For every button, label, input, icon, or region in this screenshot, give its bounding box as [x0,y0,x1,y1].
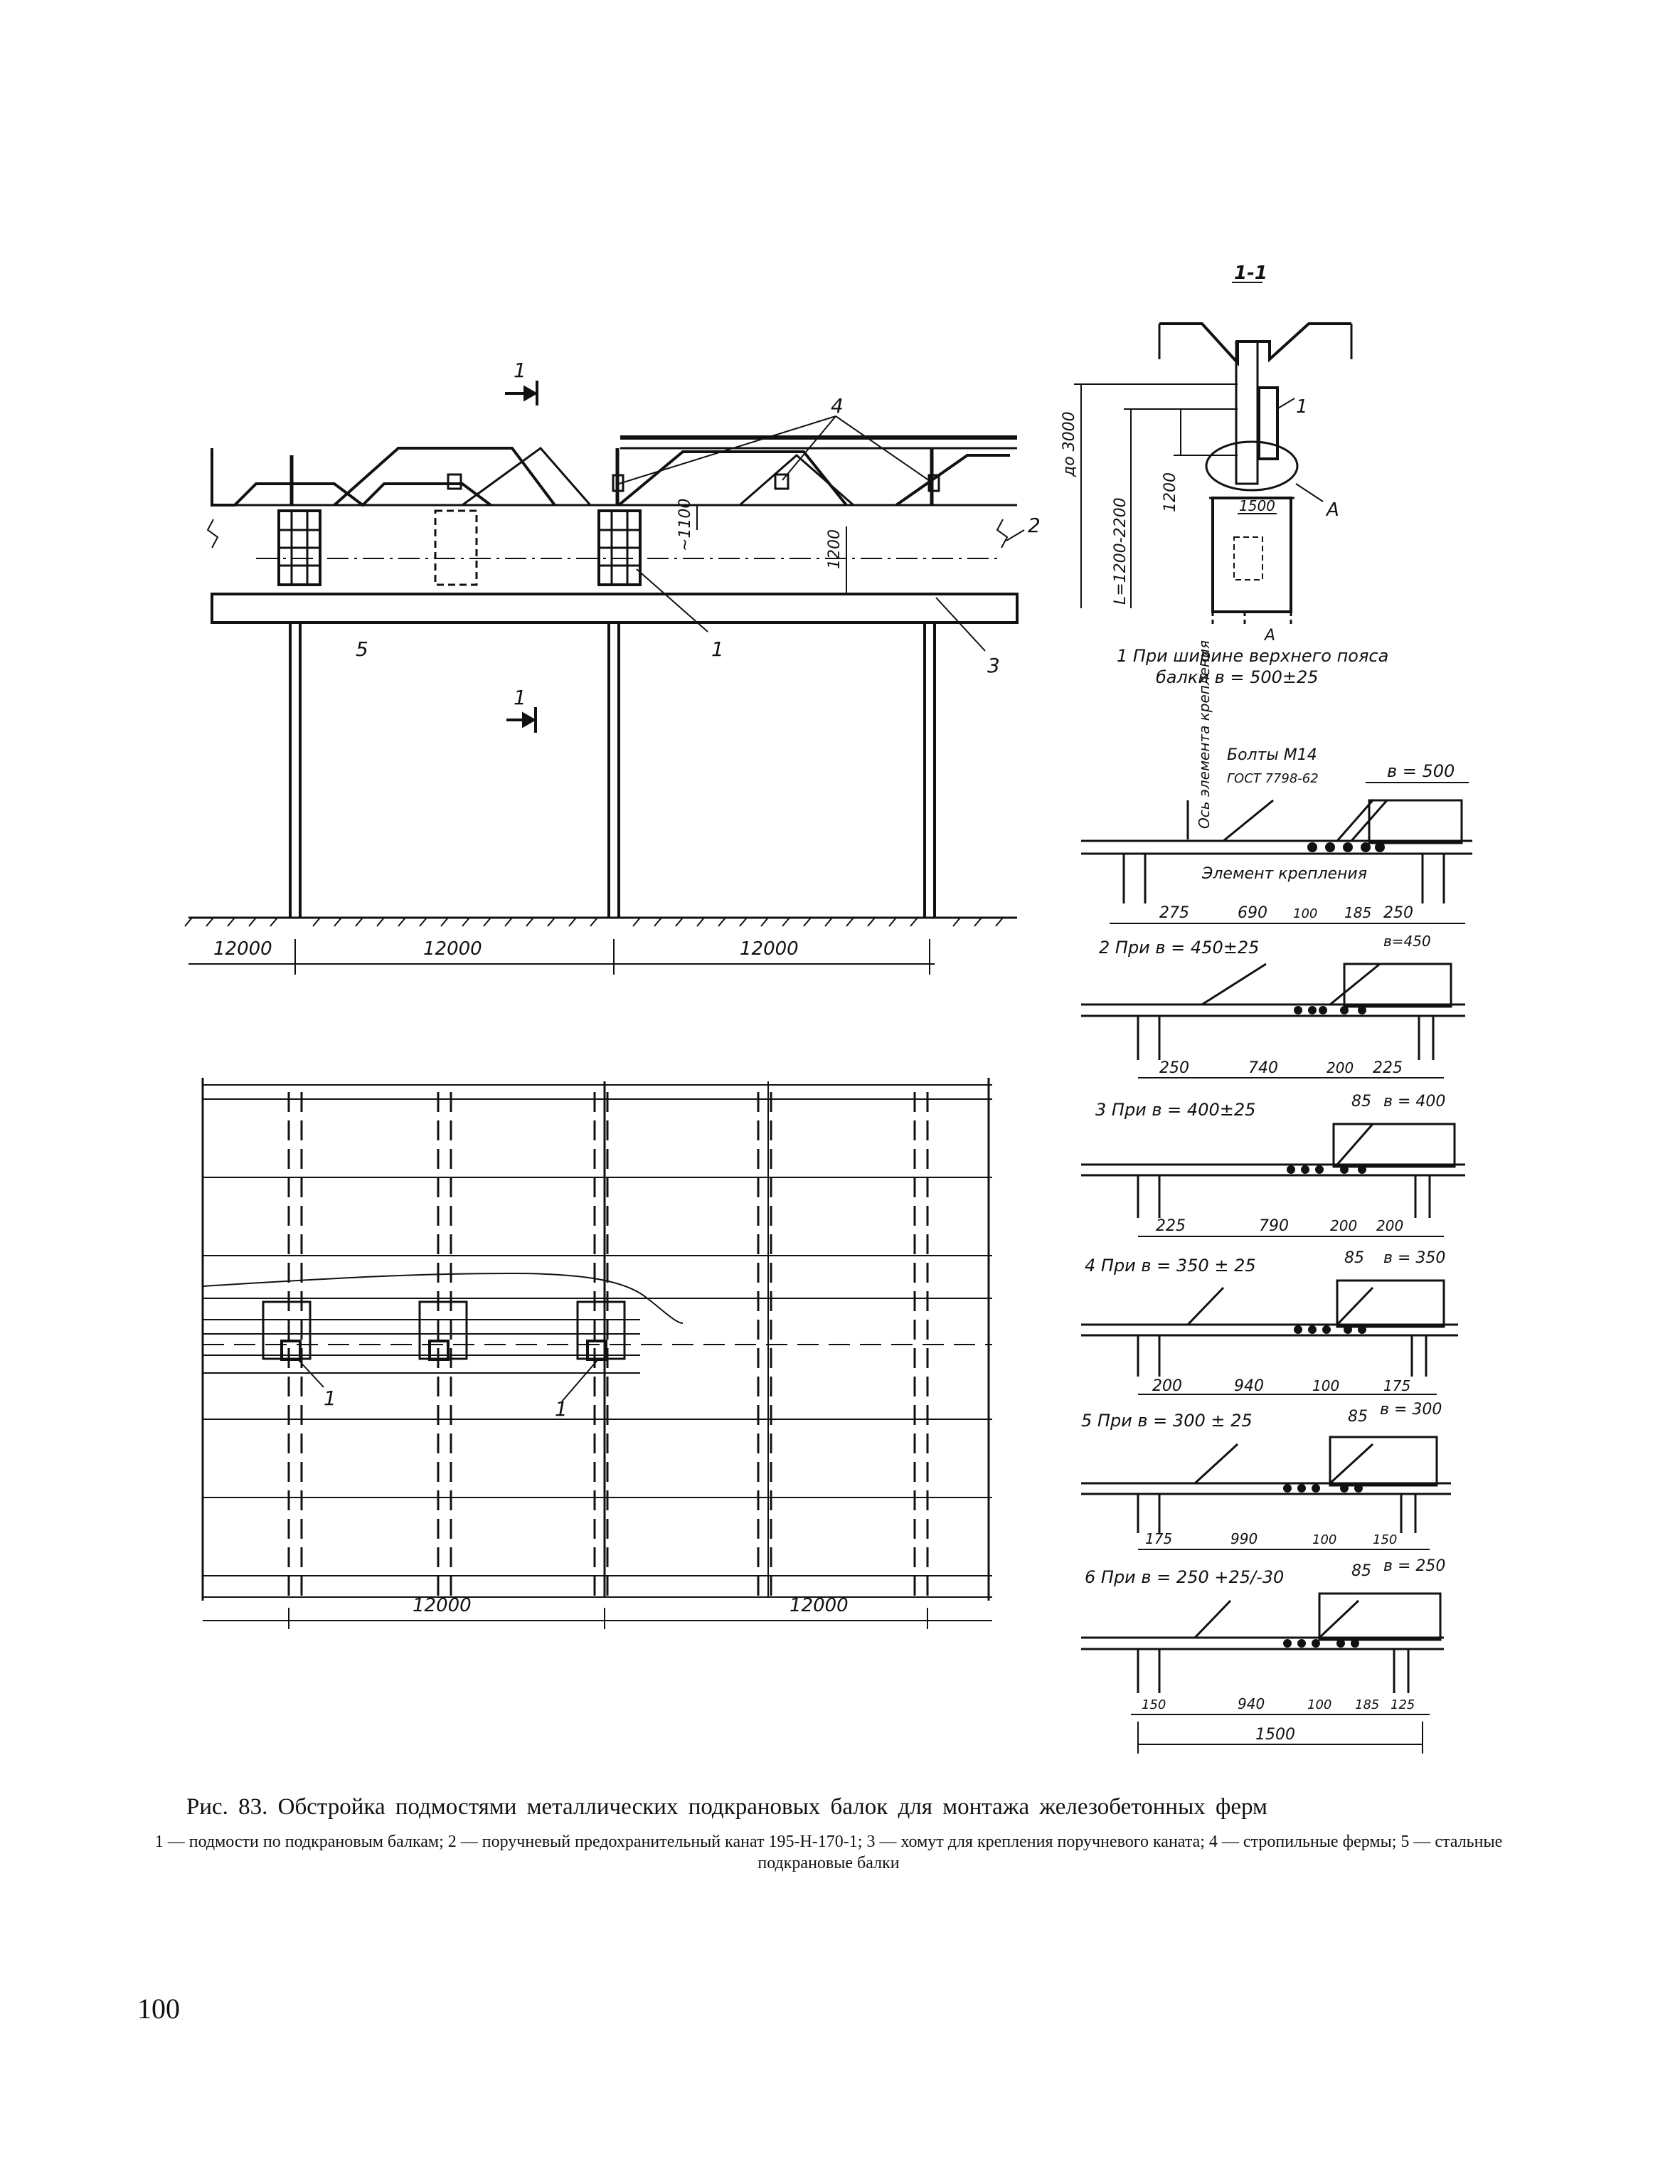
detail-6-dim-e: 125 [1391,1697,1415,1712]
section-mark-top: 1 [514,359,526,382]
section-title: 1-1 [1234,263,1267,284]
dim-1200-elevation: 1200 [826,529,844,569]
detail-5-width: в = 300 [1380,1401,1442,1419]
detail-1-dim-a: 275 [1159,904,1189,922]
section-dim-1500: 1500 [1239,497,1275,514]
detail-2-label: 2 При в = 450±25 [1099,938,1259,958]
detail-3-label: 3 При в = 400±25 [1095,1100,1255,1120]
detail-3-dim-a: 225 [1156,1217,1186,1235]
detail-6-dim-a: 150 [1142,1697,1166,1712]
section-callout-1: 1 [1296,396,1308,418]
section-node-label: А [1263,627,1275,645]
detail-2-dim-c: 200 [1327,1059,1354,1076]
plan-callout-1a: 1 [324,1387,336,1410]
span-label-3: 12000 [740,938,799,960]
details [1081,782,1472,1754]
detail-5-extra: 85 [1348,1408,1368,1426]
callout-1: 1 [711,637,724,661]
detail-6-width: в = 250 [1383,1557,1445,1575]
plan-view [201,1078,992,1629]
detail-4-dim-b: 940 [1234,1377,1264,1395]
callout-5: 5 [356,637,368,661]
detail-5-dim-b: 990 [1230,1530,1258,1547]
figure-legend: 1 — подмости по подкрановым балкам; 2 — … [154,1833,1503,1872]
detail-4-dim-a: 200 [1152,1377,1182,1395]
detail-3-dim-c: 200 [1330,1217,1357,1234]
detail-6-extra: 85 [1351,1562,1371,1580]
bolts [1283,842,1385,1648]
detail-6-dim-c: 100 [1307,1697,1331,1712]
detail-2-dim-a: 250 [1159,1059,1189,1077]
span-label-2: 12000 [423,938,482,960]
section-marks [505,381,538,733]
detail-1-dim-e: 250 [1383,904,1413,922]
detail-3-dim-d: 200 [1376,1217,1403,1234]
detail-4-width: в = 350 [1383,1249,1445,1267]
callout-3: 3 [987,654,1000,677]
span-label-1: 12000 [213,938,272,960]
dim-1100: ~1100 [676,499,694,551]
section-dim-1200: 1200 [1161,472,1179,512]
axis-label: Ось элемента крепления [1196,640,1213,829]
detail-4-label: 4 При в = 350 ± 25 [1085,1256,1256,1276]
section-callout-a: А [1325,499,1339,521]
section-dim-l: L=1200-2200 [1112,497,1129,605]
callout-2: 2 [1028,514,1041,537]
detail-total-dim: 1500 [1255,1726,1295,1744]
detail-1-dim-b: 690 [1238,904,1267,922]
elevation-view [188,415,1025,975]
ground-hatch [184,917,1004,927]
detail-5-dim-a: 175 [1145,1530,1172,1547]
page-number: 100 [137,1993,180,2025]
detail-4-dim-c: 100 [1312,1377,1339,1394]
callout-4: 4 [831,394,844,418]
gost-label: ГОСТ 7798-62 [1227,771,1319,786]
detail-6-dim-b: 940 [1238,1695,1265,1712]
detail-2-dim-d: 225 [1373,1059,1403,1077]
detail-5-dim-d: 150 [1373,1532,1397,1547]
detail-6-label: 6 При в = 250 +25/-30 [1085,1567,1284,1587]
figure-caption: Рис. 83. Обстройка подмостями металличес… [186,1794,1267,1820]
detail-heading-1: 1 При ширине верхнего пояса [1117,646,1388,666]
bolts-label: Болты М14 [1227,746,1317,764]
detail-1-width: в = 500 [1387,761,1455,781]
detail-4-extra: 85 [1344,1249,1364,1267]
detail-5-dim-c: 100 [1312,1532,1336,1547]
detail-heading-2: балки в = 500±25 [1156,667,1319,687]
plan-span-1: 12000 [413,1595,472,1616]
detail-1-dim-d: 185 [1344,904,1371,921]
plan-callout-1b: 1 [555,1397,568,1421]
detail-3-extra: 85 [1351,1093,1371,1110]
detail-4-dim-d: 175 [1383,1377,1410,1394]
detail-6-dim-d: 185 [1355,1697,1379,1712]
plan-span-2: 12000 [790,1595,849,1616]
section-view [1074,282,1353,626]
detail-5-label: 5 При в = 300 ± 25 [1081,1411,1253,1431]
detail-1-dim-c: 100 [1293,906,1317,921]
section-dim-top: до 3000 [1060,411,1078,477]
detail-3-dim-b: 790 [1259,1217,1289,1235]
element-label: Элемент крепления [1201,865,1367,883]
section-mark-bottom: 1 [514,686,526,709]
detail-2-width: в=450 [1383,933,1431,950]
detail-2-dim-b: 740 [1248,1059,1278,1077]
detail-3-width: в = 400 [1383,1093,1445,1110]
